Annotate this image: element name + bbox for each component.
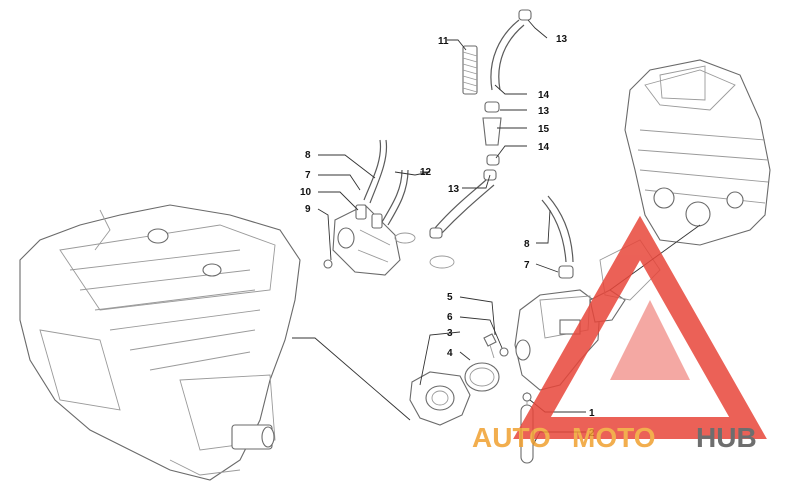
watermark-triangle [513,215,767,439]
automotohub-watermark: AUTO MOTO HUB [472,215,767,453]
callout-7-right: 7 [524,260,530,271]
watermark-text-auto: AUTO [472,422,551,453]
callout-9: 9 [305,204,311,215]
hose-clamp [464,362,500,392]
watermark-text-moto: MOTO [572,422,655,453]
callout-5: 5 [447,292,453,303]
callout-12: 12 [420,167,432,178]
callout-7-left: 7 [305,170,311,181]
callout-4: 4 [447,348,453,359]
callout-8-right: 8 [524,239,530,250]
fuel-filter [429,9,574,279]
callout-14-top: 14 [538,90,550,101]
small-screw [483,333,497,359]
callout-11: 11 [438,36,449,47]
callout-13-mid: 13 [538,106,550,117]
intake-flange [409,371,471,426]
fuel-hoses [363,19,574,263]
clip-fitting [499,347,509,357]
watermark-text-hub: HUB [696,422,757,453]
engine-assembly [19,204,301,481]
spring [462,45,478,95]
air-filter-box [624,59,771,246]
callout-13-low: 13 [448,184,460,195]
engine-to-flange-line [292,337,411,421]
callout-3: 3 [447,328,453,339]
callout-10: 10 [300,187,312,198]
callout-8-left: 8 [305,150,311,161]
callout-1: 1 [589,408,595,419]
callout-labels: 11 12 8 7 10 9 13 14 13 15 14 13 8 7 5 6… [300,34,595,439]
callout-15: 15 [538,124,550,135]
callout-13-top: 13 [556,34,568,45]
callout-14-mid: 14 [538,142,550,153]
watermark-inner-triangle [610,300,690,380]
fuel-pump [323,204,455,276]
callout-6: 6 [447,312,453,323]
